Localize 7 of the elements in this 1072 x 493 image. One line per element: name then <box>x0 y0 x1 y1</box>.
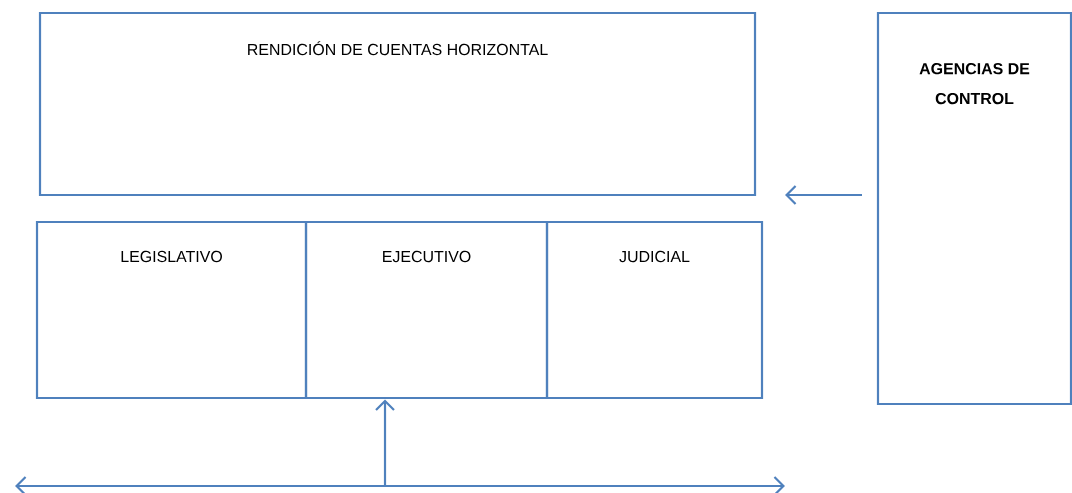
arrow <box>375 399 395 486</box>
box: AGENCIAS DE CONTROL <box>876 11 1072 406</box>
arrow <box>785 185 862 205</box>
box: LEGISLATIVO <box>35 220 308 400</box>
box: RENDICIÓN DE CUENTAS HORIZONTAL <box>38 11 757 197</box>
box: EJECUTIVO <box>304 220 549 400</box>
box: JUDICIAL <box>545 220 764 400</box>
